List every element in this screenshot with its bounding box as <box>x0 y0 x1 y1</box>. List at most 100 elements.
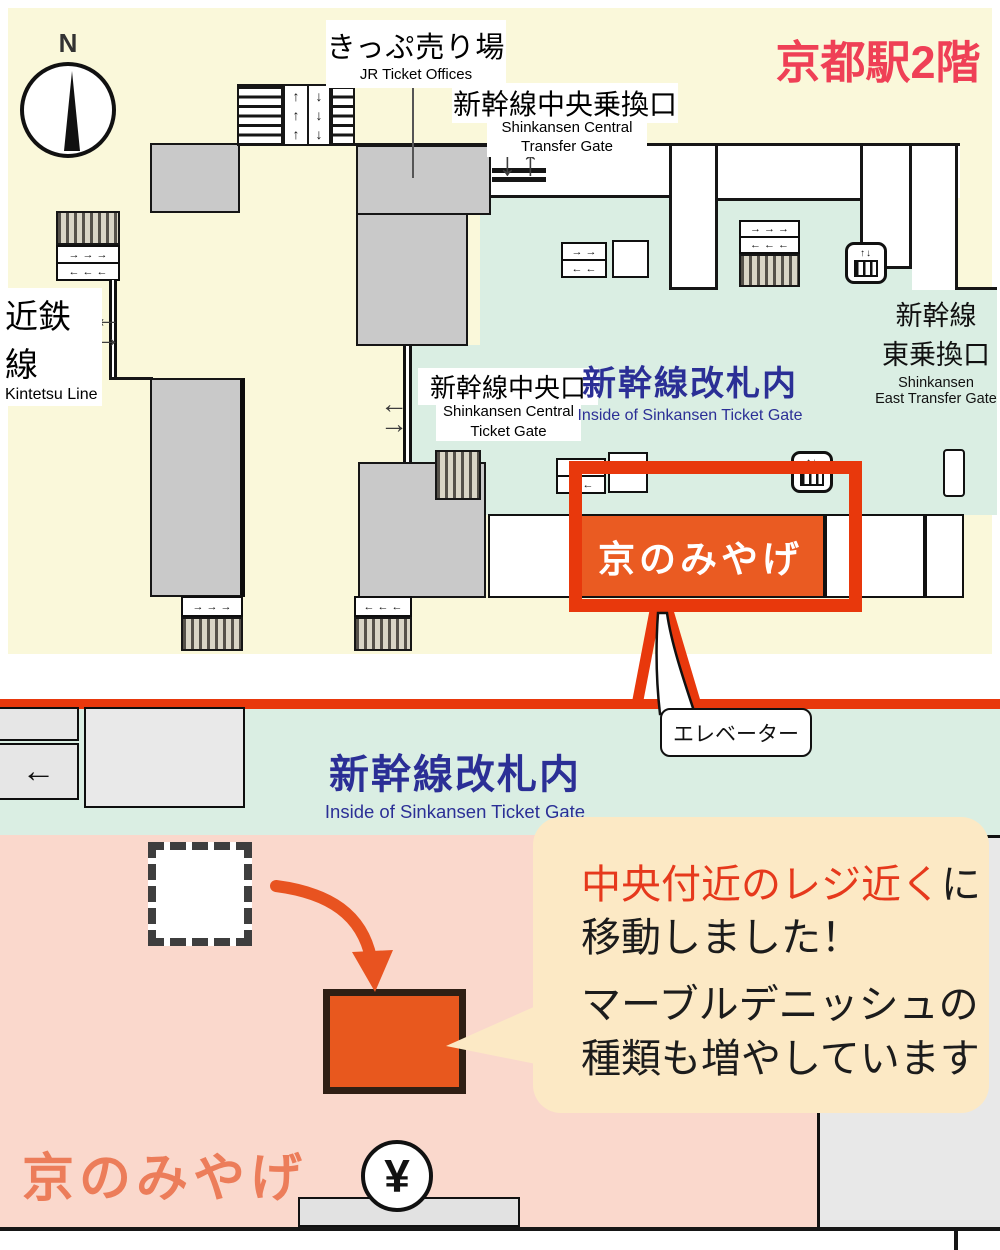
detail-bottom-wall <box>0 1227 1000 1231</box>
yen-symbol: ¥ <box>384 1150 410 1202</box>
gate-wall <box>109 280 117 378</box>
gate-bar <box>492 168 546 173</box>
inside-gate-area <box>860 266 912 515</box>
detail-inside-gate-title: 新幹線改札内 Inside of Sinkansen Ticket Gate <box>285 742 625 823</box>
inside-gate-title: 新幹線改札内 Inside of Sinkansen Ticket Gate <box>560 356 820 425</box>
arrow-left-icon: ← ← ← <box>741 236 798 252</box>
corridor <box>669 146 718 290</box>
gate-wall <box>403 346 412 462</box>
escalator-direction-icon: → → → ← ← ← <box>56 245 120 281</box>
gate-direction-icon: → → ← ← <box>561 242 607 278</box>
east-transfer-gate-label: 新幹線 東乗換口 Shinkansen East Transfer Gate <box>872 294 1000 407</box>
shop-box <box>488 514 576 598</box>
east-transfer-ja1: 新幹線 <box>895 301 977 331</box>
kintetsu-label-en: Kintetsu Line <box>5 386 98 403</box>
leader-line <box>412 88 414 178</box>
arrow-up-icon: ↑ <box>292 87 300 104</box>
arrow-right-icon: → → → <box>68 248 108 261</box>
gate-structure <box>0 707 79 741</box>
detail-inside-gate-en: Inside of Sinkansen Ticket Gate <box>324 801 586 822</box>
shop-box-label: 京のみやげ <box>598 539 803 580</box>
gate-structure-exit: ← <box>0 743 79 800</box>
escalator-icon <box>739 254 800 287</box>
building-jr-offices <box>356 213 468 346</box>
kiosk-box <box>943 449 965 497</box>
elevator-cab-icon <box>854 260 878 277</box>
arrow-up-icon: ↑ <box>292 106 300 123</box>
compass-needle-icon <box>64 71 80 151</box>
bubble-line4: 種類も増やしています <box>581 1036 980 1081</box>
inside-gate-title-en: Inside of Sinkansen Ticket Gate <box>577 407 803 424</box>
east-transfer-en2: East Transfer Gate <box>875 391 997 407</box>
arrow-down-icon: ↓ <box>315 87 323 104</box>
central-ticket-gate-label-ja: 新幹線中央口 <box>418 368 598 405</box>
exit-arrow-left-icon: ← <box>21 752 56 790</box>
arrow-up-icon: ↑ <box>292 126 300 143</box>
cash-register-icon: ¥ <box>361 1140 433 1212</box>
bubble-line1-tail: に <box>941 863 981 907</box>
stairs-icon <box>237 84 283 146</box>
gate-bar <box>492 177 546 182</box>
compass-north-label: N <box>58 28 78 58</box>
escalator-direction-icon: → → → ← ← ← <box>739 220 800 254</box>
detail-wall-stub <box>954 1231 958 1250</box>
gate-arrow-left-icon: ← <box>380 388 408 419</box>
arrow-left-icon: ← ← ← <box>363 600 403 613</box>
compass-icon <box>20 62 116 158</box>
gate-arrow-right-icon: → <box>380 408 408 439</box>
escalator-icon <box>354 617 412 651</box>
detail-separator-line <box>0 699 1000 709</box>
arrow-right-icon: → → → <box>192 600 232 613</box>
ticket-office-label-ja: きっぷ売り場 <box>326 32 506 64</box>
east-transfer-ja2: 東乗換口 <box>882 340 990 370</box>
central-transfer-gate-en2: Transfer Gate <box>521 137 613 155</box>
escalator-icon <box>181 617 243 651</box>
building <box>150 143 240 213</box>
central-ticket-gate-en2: Ticket Gate <box>470 422 547 440</box>
shop-box <box>925 514 964 598</box>
bubble-line2: 移動しました！ <box>581 916 861 961</box>
escalator-direction-icon: ← ← ← <box>354 596 412 617</box>
arrow-right-icon: → → <box>571 245 597 258</box>
gate-structure <box>84 707 245 808</box>
arrow-left-icon: ← ← ← <box>58 262 118 279</box>
stairs-icon <box>331 84 355 146</box>
elevator-arrows-icon: ↑↓ <box>860 248 872 259</box>
shop-box-kyonomiyage: 京のみやげ <box>576 514 825 598</box>
ticket-office-label-en: JR Ticket Offices <box>359 66 473 83</box>
escalator-icon <box>435 450 481 500</box>
central-ticket-gate-en1: Shinkansen Central <box>443 403 574 420</box>
arrow-left-icon: ← ← <box>563 259 605 276</box>
elevator-icon: ↑↓ <box>845 242 887 284</box>
arrow-down-icon: ↓ <box>315 126 323 143</box>
inside-gate-title-ja: 新幹線改札内 <box>582 365 798 403</box>
central-ticket-gate-label-en: Shinkansen Central Ticket Gate <box>436 402 581 441</box>
old-location-box <box>148 842 252 946</box>
new-location-box <box>323 989 466 1094</box>
central-transfer-gate-label-en: Shinkansen Central Transfer Gate <box>487 119 647 157</box>
speech-bubble: 中央付近のレジ近くに 移動しました！ マーブルデニッシュの 種類も増やしています <box>533 817 989 1113</box>
detail-shop-name: 京のみやげ <box>22 1150 308 1208</box>
kintetsu-label-ja: 近鉄線 <box>5 298 71 383</box>
escalator-direction-icon: → → → <box>181 596 243 617</box>
kiosk-box <box>612 240 649 278</box>
building-jr-offices <box>356 145 491 215</box>
central-transfer-gate-label-ja: 新幹線中央乗換口 <box>452 83 678 123</box>
inside-gate-area <box>669 287 718 515</box>
bubble-line1-highlight: 中央付近のレジ近く <box>581 863 941 907</box>
building <box>150 378 245 597</box>
shop-box <box>825 514 925 598</box>
building <box>358 462 486 598</box>
bubble-line3: マーブルデニッシュの <box>581 983 979 1028</box>
stairs-up-icon: ↑ ↑ ↑ <box>283 84 307 146</box>
elevator-callout: エレベーター <box>660 708 812 757</box>
east-transfer-en1: Shinkansen <box>898 375 974 391</box>
escalator-icon <box>56 211 120 245</box>
detail-inside-gate-ja: 新幹線改札内 <box>329 753 581 797</box>
map-wall <box>109 377 153 380</box>
shop-highlight-rectangle <box>569 461 862 612</box>
elevator-callout-label: エレベーター <box>673 722 799 746</box>
corridor <box>912 146 958 290</box>
floor-title: 京都駅2階 <box>775 37 981 88</box>
